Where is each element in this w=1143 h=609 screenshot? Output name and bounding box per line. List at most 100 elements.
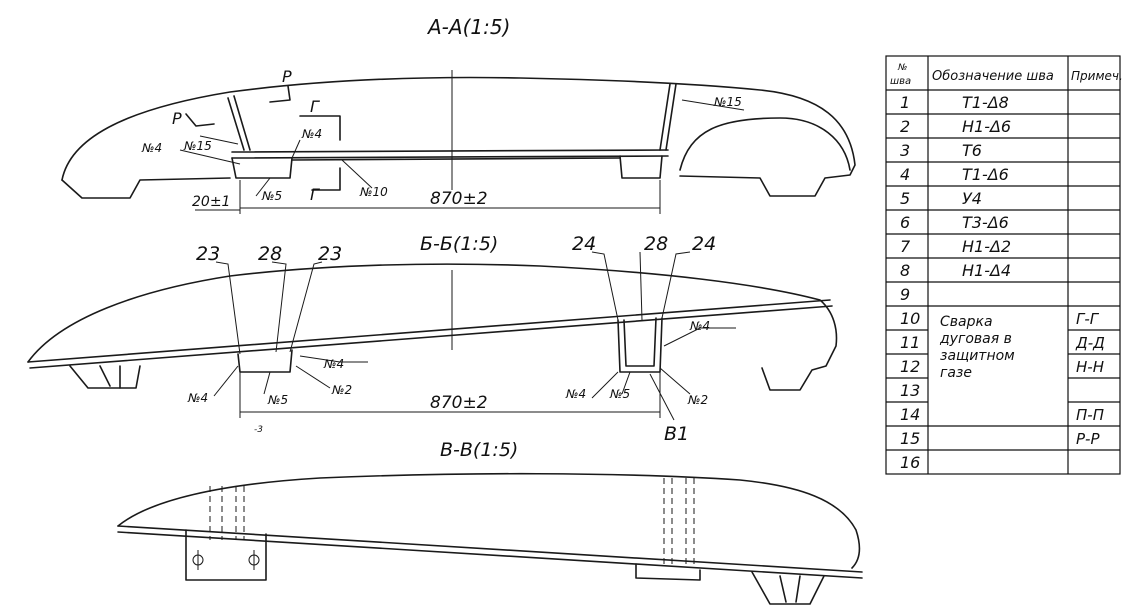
weld-table-cell-note: П-П — [1076, 406, 1104, 424]
aa-leader-5 — [255, 177, 271, 197]
section-bb: Б-Б(1:5) 23 28 23 24 28 24 №4 — [27, 233, 838, 445]
bb-dim-870-label: 870±2 — [430, 393, 488, 413]
weld-table-cell-note: Г-Г — [1076, 310, 1100, 328]
aa-floor-web — [291, 157, 621, 161]
weld-table-header-designation: Обозначение шва — [932, 69, 1054, 84]
vv-right-hidden-lines — [663, 478, 695, 566]
bb-label-n4-d: №4 — [689, 319, 710, 333]
bb-leader-23b — [289, 261, 323, 353]
aa-floor-bottom — [231, 155, 669, 159]
weld-table-cell-designation: Т6 — [962, 141, 982, 160]
aa-lower-left-contour — [61, 177, 231, 199]
bb-label-n5-b: №5 — [609, 387, 630, 401]
aa-g-mark-top — [299, 115, 341, 141]
vv-floor-top — [117, 525, 863, 573]
aa-leader-4-mid — [291, 139, 301, 159]
weld-table-cell-n: 11 — [900, 333, 920, 352]
weld-table-frame — [885, 55, 1121, 475]
bb-leader-n5a — [263, 371, 271, 395]
bb-outer-contour — [27, 263, 838, 391]
bb-label-n4-b: №4 — [323, 357, 344, 371]
vv-hole-axes — [197, 550, 255, 570]
section-bb-title: Б-Б(1:5) — [420, 233, 498, 255]
weld-table-cell-n: 1 — [900, 93, 910, 112]
aa-outer-contour — [61, 76, 856, 197]
bb-leader-n4a — [213, 365, 239, 397]
weld-table-cell-n: 14 — [900, 405, 920, 424]
aa-floor-top — [231, 149, 669, 153]
weld-table-header-n-1: № — [897, 63, 907, 73]
weld-table-cell-designation: Н1-Δ6 — [962, 117, 1011, 136]
weld-table-header-note: Примеч. — [1071, 69, 1123, 83]
bb-right-channel-inner — [623, 317, 657, 367]
bb-label-b1: В1 — [664, 423, 689, 445]
section-vv: В-В(1:5) — [117, 439, 863, 605]
bb-leader-24b — [661, 251, 691, 319]
aa-leader-15-left — [199, 135, 239, 145]
vv-left-bracket — [185, 529, 267, 581]
aa-dim-20-label: 20±1 — [192, 194, 230, 210]
weld-table-cell-n: 7 — [900, 237, 911, 256]
aa-g-bottom-label: Г — [310, 185, 320, 204]
aa-right-channel — [619, 155, 663, 179]
weld-table-cell-designation: Т3-Δ6 — [962, 213, 1009, 232]
bb-leader-24a — [591, 251, 619, 321]
bb-right-channel — [617, 317, 663, 373]
aa-n15-right-label: №15 — [713, 95, 742, 109]
bb-label-28b: 28 — [644, 233, 668, 255]
weld-table-cell-n: 4 — [900, 165, 910, 184]
bb-label-n4-c: №4 — [565, 387, 586, 401]
aa-leader-4-left — [179, 149, 241, 165]
aa-right-wall-outer — [659, 83, 671, 151]
aa-p-mark-top — [269, 85, 291, 103]
weld-table-merged-note-line: газе — [940, 365, 972, 381]
weld-table-cell-n: 16 — [900, 453, 920, 472]
weld-table-cell-n: 15 — [900, 429, 920, 448]
weld-table-header-n-2: шва — [890, 76, 911, 87]
bb-leader-28b — [639, 251, 643, 321]
aa-n10-label: №10 — [359, 185, 388, 199]
weld-table-cell-note: Н-Н — [1076, 358, 1104, 376]
weld-table-merged-note-line: дуговая в — [939, 331, 1012, 347]
bb-leader-28a — [271, 261, 287, 353]
aa-g-mark-bottom — [311, 167, 341, 191]
bb-leader-n4c — [591, 371, 619, 399]
bb-label-23b: 23 — [318, 243, 342, 265]
bb-leader-n4d — [663, 327, 736, 347]
aa-right-inner-curve — [679, 117, 851, 171]
bb-label-n2-b: №2 — [687, 393, 708, 407]
weld-table-merged-note-line: защитном — [940, 348, 1015, 364]
weld-table-cell-n: 10 — [900, 309, 920, 328]
weld-table-cell-designation: Н1-Δ4 — [962, 261, 1011, 280]
aa-n4-mid-label: №4 — [301, 127, 322, 141]
aa-p-mark-left — [185, 113, 215, 127]
aa-right-wall-inner — [665, 83, 677, 151]
weld-table-cell-designation: Н1-Δ2 — [962, 237, 1011, 256]
aa-leader-15-right — [681, 99, 745, 111]
bb-label-24b: 24 — [692, 233, 716, 255]
vv-outer-contour — [117, 472, 861, 569]
weld-table-cell-designation: Т1-Δ8 — [962, 93, 1009, 112]
bb-left-channel — [237, 349, 293, 373]
bb-left-foot — [69, 365, 141, 389]
bb-label-23a: 23 — [196, 243, 220, 265]
aa-dim-870-label: 870±2 — [430, 189, 488, 209]
bb-floor-bottom — [29, 305, 833, 369]
weld-table-cell-n: 8 — [900, 261, 910, 280]
section-aa-title: А-А(1:5) — [426, 15, 510, 39]
bb-leader-b1 — [649, 373, 675, 421]
bb-floor-top — [27, 299, 831, 363]
section-aa: А-А(1:5) P P — [61, 15, 856, 214]
aa-left-channel — [231, 157, 293, 179]
aa-p-left-label: P — [172, 109, 182, 128]
section-vv-title: В-В(1:5) — [440, 439, 518, 461]
vv-floor-bottom — [117, 531, 863, 579]
weld-table-cell-n: 6 — [900, 213, 910, 232]
vv-right-foot-inner — [779, 575, 801, 603]
bb-left-foot-inner — [99, 365, 121, 389]
vv-right-pad — [635, 563, 701, 581]
weld-table-cell-n: 3 — [900, 141, 910, 160]
weld-table-cell-note: Р-Р — [1076, 430, 1100, 448]
